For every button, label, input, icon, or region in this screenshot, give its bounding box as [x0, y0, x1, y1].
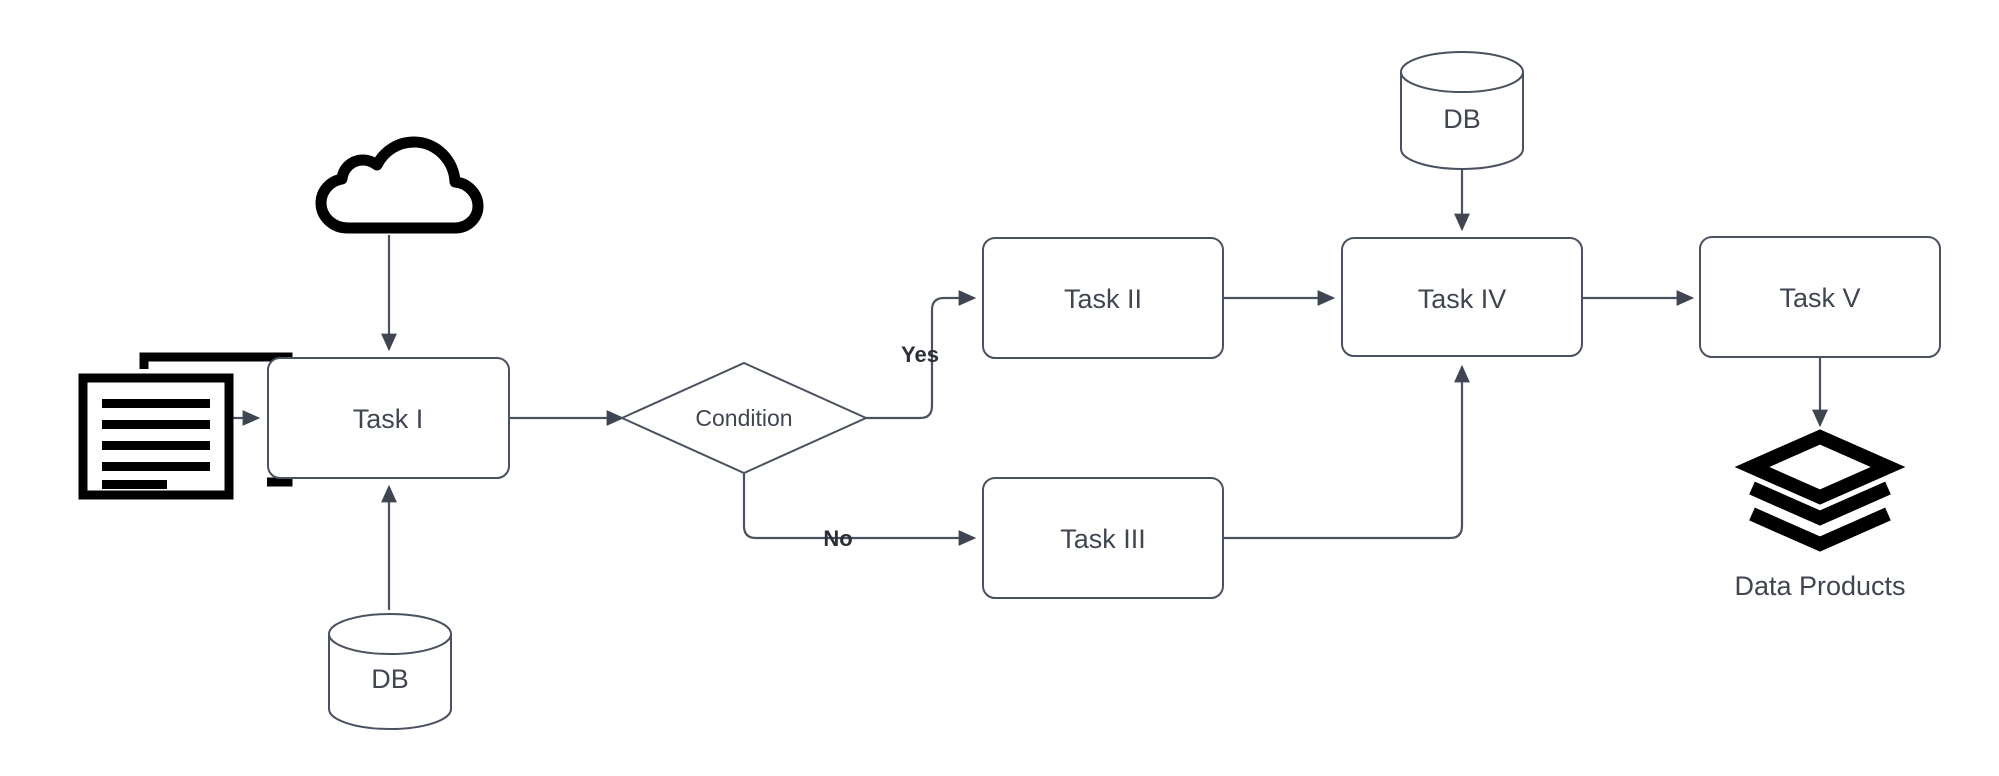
task-2-label: Task II	[1064, 284, 1142, 314]
node-task-2[interactable]: Task II	[982, 237, 1224, 359]
task-5-label: Task V	[1779, 283, 1860, 313]
node-task-1[interactable]: Task I	[267, 357, 510, 479]
db-bottom-label: DB	[371, 664, 409, 694]
edge-condition-yes-to-task2	[866, 290, 977, 420]
db-cylinder-top: DB	[1400, 51, 1524, 170]
node-task-4[interactable]: Task IV	[1341, 237, 1583, 357]
node-task-5[interactable]: Task V	[1699, 236, 1941, 358]
data-products-stack-icon: Data Products	[1734, 429, 1906, 601]
edge-label-no: No	[823, 526, 852, 551]
node-task-3[interactable]: Task III	[982, 477, 1224, 599]
cloud-icon	[315, 136, 484, 234]
task-3-label: Task III	[1060, 524, 1146, 554]
condition-label: Condition	[695, 405, 792, 431]
edge-label-yes: Yes	[901, 342, 939, 367]
documents-icon	[78, 352, 293, 500]
node-condition[interactable]: Condition	[619, 361, 869, 475]
edge-task3-to-task4	[1222, 364, 1470, 540]
db-top-label: DB	[1443, 104, 1481, 134]
edge-condition-no-to-task3	[742, 460, 977, 546]
data-products-label: Data Products	[1734, 571, 1905, 601]
task-1-label: Task I	[353, 404, 424, 434]
db-cylinder-bottom: DB	[328, 613, 452, 730]
task-4-label: Task IV	[1418, 284, 1507, 314]
